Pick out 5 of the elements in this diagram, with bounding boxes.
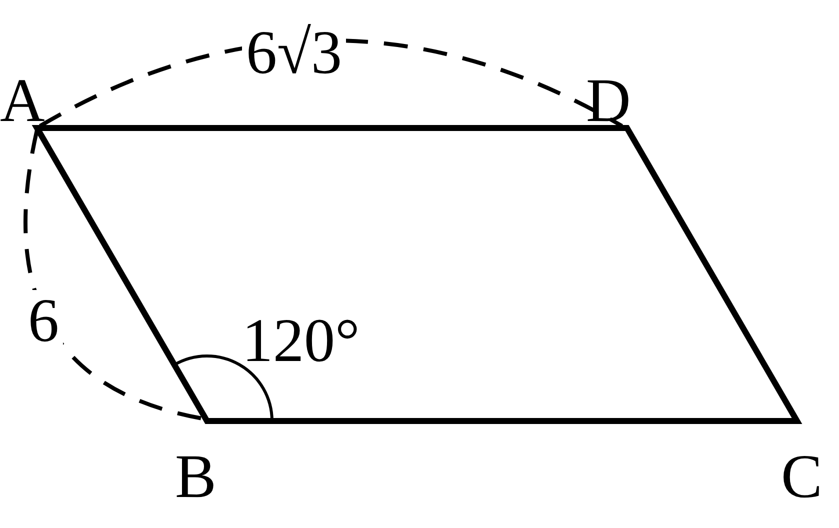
vertex-label: A xyxy=(0,70,45,132)
vertex-label: C xyxy=(781,446,822,508)
angle-label: 120° xyxy=(242,310,360,372)
vertex-label: D xyxy=(586,70,631,132)
vertex-label: B xyxy=(175,446,216,508)
